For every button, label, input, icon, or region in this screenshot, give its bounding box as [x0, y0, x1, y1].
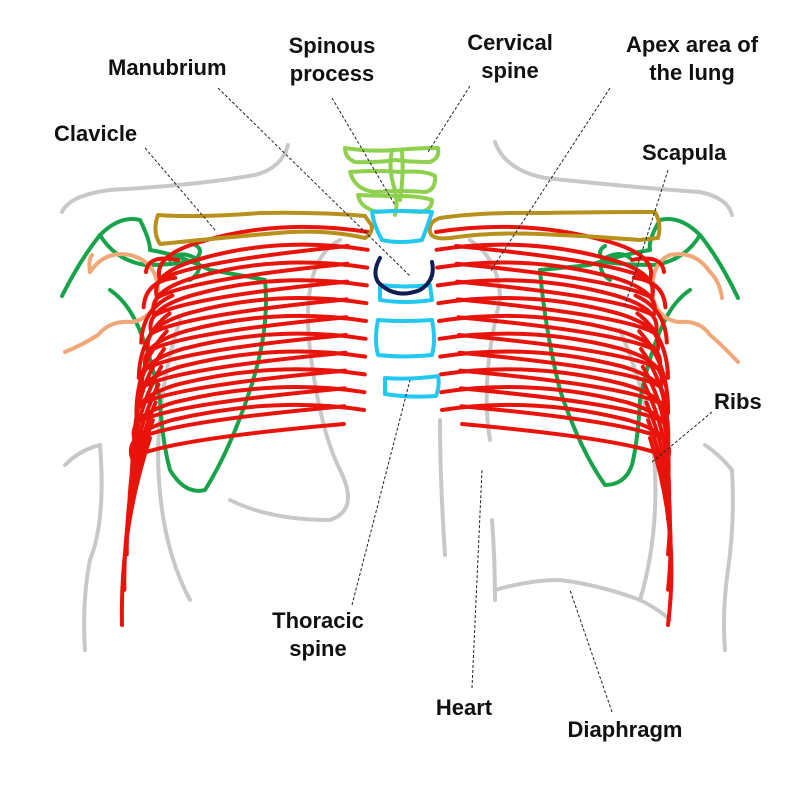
left-humerus-tail [87, 253, 94, 274]
left-shoulder-outline [60, 143, 290, 214]
right-arm-outline [703, 443, 735, 652]
cervical-vertebra-1 [343, 146, 441, 165]
right-rib-10 [439, 385, 670, 444]
label-scapula: Scapula [642, 140, 727, 165]
leader-scapula [624, 169, 669, 306]
thoracic-vertebra-4 [383, 374, 441, 399]
left-rib-10 [131, 385, 367, 444]
left-coracoid [168, 252, 201, 282]
cervical-spine [343, 146, 441, 217]
label-cervical-line2: spine [481, 58, 538, 83]
right-rib-anterior-2 [631, 275, 668, 310]
label-heart: Heart [436, 695, 493, 720]
left-clavicle [153, 210, 374, 246]
right-rib-4 [435, 278, 659, 337]
cervical-trachea [398, 150, 405, 202]
right-rib-anterior-5 [637, 329, 671, 416]
right-rib-anterior-11 [648, 436, 674, 627]
manubrium [373, 256, 435, 296]
leader-spinous-process [331, 97, 396, 206]
left-rib-8 [137, 349, 368, 408]
label-thoracic-line1: Thoracic [272, 608, 364, 633]
left-rib-6 [142, 313, 368, 372]
label-ribs: Ribs [714, 389, 762, 414]
leader-ribs [651, 411, 713, 463]
left-lung-outline [228, 238, 350, 522]
right-clavicle [427, 210, 662, 242]
heart-outline-inner [490, 518, 497, 602]
right-rib-3 [435, 260, 657, 319]
thoracic-vertebra-1 [370, 209, 434, 244]
right-rib-5 [436, 296, 661, 355]
leader-thoracic-spine [351, 379, 411, 606]
thoracic-vertebra-2 [378, 283, 434, 304]
right-shoulder-outline [493, 140, 734, 217]
clavicles [153, 210, 662, 246]
labels: Manubrium Spinous process Cervical spine… [54, 30, 762, 742]
right-rib-anterior-3 [633, 293, 669, 345]
left-rib-anterior-3 [139, 293, 175, 345]
right-rib-anterior-1 [630, 256, 666, 274]
label-clavicle: Clavicle [54, 121, 137, 146]
leader-cervical-spine [427, 85, 471, 153]
left-rib-2 [154, 242, 370, 301]
left-rib-anterior-1 [144, 256, 180, 274]
right-rib-11 [440, 402, 672, 461]
right-ribs [434, 224, 674, 627]
label-apex-line1: Apex area of [626, 32, 759, 57]
right-rib-6 [437, 313, 663, 372]
label-manubrium: Manubrium [108, 55, 227, 80]
cervical-spinous-process [388, 148, 399, 217]
left-rib-11 [128, 402, 366, 461]
diaphragm-outline [493, 578, 672, 622]
left-rib-9 [134, 367, 367, 426]
left-rib-anterior-2 [141, 275, 178, 310]
right-humerus-tail [708, 270, 724, 300]
right-rib-9 [438, 367, 668, 426]
left-rib-anterior-11 [119, 436, 152, 627]
right-rib-8 [438, 349, 666, 408]
leader-heart [471, 469, 483, 689]
leader-diaphragm [569, 589, 613, 713]
right-rib-2 [434, 242, 655, 301]
heart-outline [438, 418, 447, 557]
left-rib-5 [145, 296, 369, 355]
leader-clavicle [144, 147, 216, 231]
cervical-vertebra-2 [348, 169, 438, 194]
left-arm-outline [63, 443, 104, 652]
right-rib-7 [437, 331, 664, 390]
left-rib-4 [148, 278, 369, 337]
label-spinous-line2: process [290, 61, 374, 86]
right-humerus-head [649, 252, 740, 364]
label-thoracic-line2: spine [289, 636, 346, 661]
label-apex-line2: the lung [649, 60, 735, 85]
left-rib-3 [151, 260, 370, 319]
label-spinous-line1: Spinous [289, 33, 376, 58]
thoracic-vertebra-3 [374, 318, 436, 359]
leader-apex [489, 87, 611, 273]
label-diaphragm: Diaphragm [568, 717, 683, 742]
left-ribs [119, 224, 370, 627]
left-rib-7 [140, 331, 368, 390]
thoracic-spine [370, 209, 441, 399]
leader-lines [144, 85, 713, 713]
label-cervical-line1: Cervical [467, 30, 553, 55]
right-rib-1 [434, 224, 654, 283]
